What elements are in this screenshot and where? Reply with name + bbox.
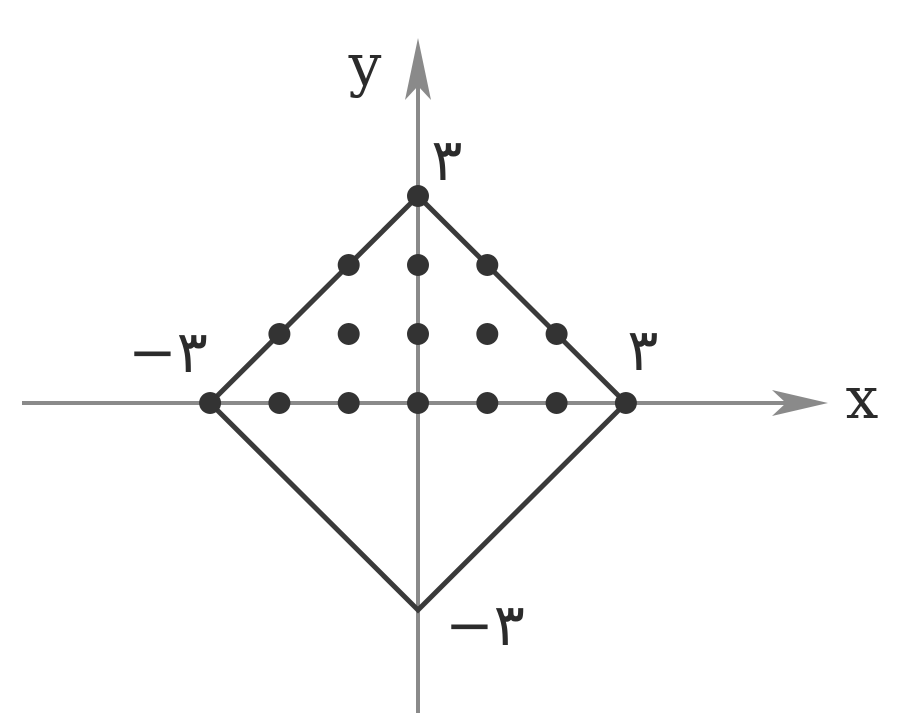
x-axis-label: x	[846, 364, 879, 432]
lattice-point	[407, 185, 429, 207]
y-axis-arrow-icon	[405, 38, 431, 100]
lattice-point	[476, 254, 499, 276]
lattice-point	[614, 392, 637, 414]
lattice-point	[337, 323, 360, 345]
lattice-point	[268, 392, 291, 414]
lattice-points	[199, 185, 637, 414]
lattice-point	[199, 392, 222, 414]
lattice-point	[337, 392, 360, 414]
lattice-point	[545, 392, 568, 414]
left-vertex-label: −۳	[128, 318, 208, 386]
lattice-point	[476, 323, 499, 345]
lattice-point	[476, 392, 499, 414]
lattice-point	[337, 254, 360, 276]
lattice-point	[407, 254, 429, 276]
right-vertex-label: ۳	[627, 316, 658, 384]
lattice-point	[407, 392, 429, 414]
lattice-point	[545, 323, 568, 345]
top-vertex-label: ۳	[431, 126, 462, 194]
lattice-point	[407, 323, 429, 345]
x-axis-arrow-icon	[772, 390, 828, 416]
bottom-vertex-label: −۳	[445, 591, 525, 659]
lattice-point	[268, 323, 291, 345]
y-axis-label: y	[348, 31, 382, 99]
